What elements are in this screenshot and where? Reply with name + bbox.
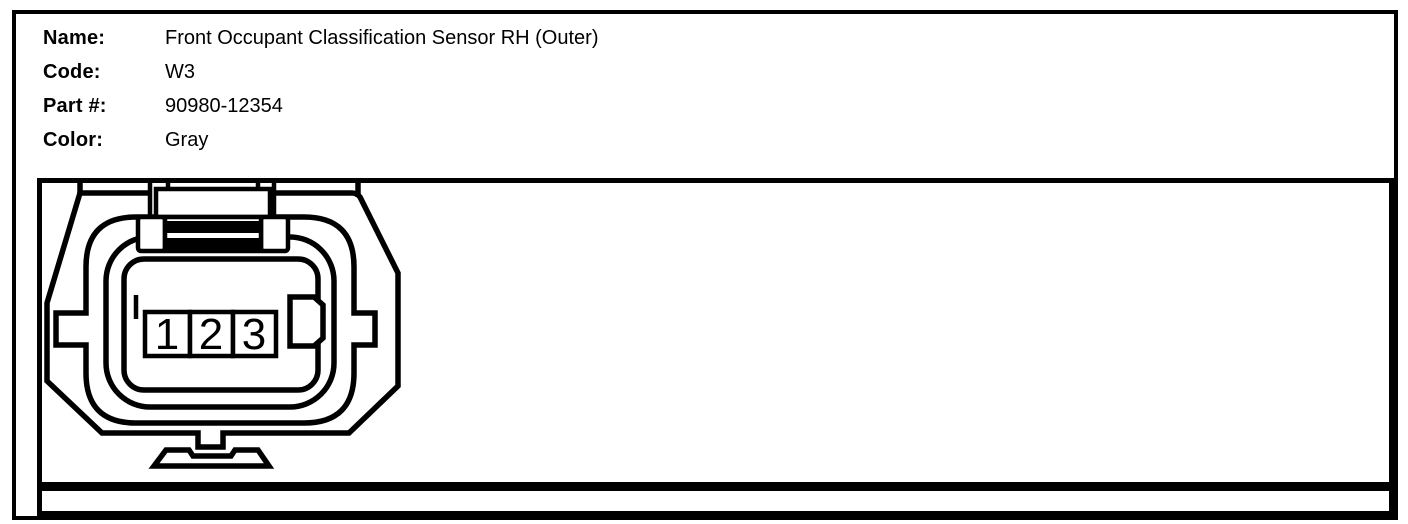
- pin-1-number: 1: [155, 310, 179, 359]
- bottom-base-tab: [148, 447, 275, 469]
- code-field-value: W3: [165, 61, 195, 83]
- latch-rib-bar: [163, 221, 263, 233]
- connector-outline: [44, 190, 401, 450]
- field-row-code: Code: W3: [43, 55, 1394, 89]
- latch-rib-pad-right: [258, 214, 291, 254]
- part-number-field-label: Part #:: [43, 95, 107, 117]
- name-field-value: Front Occupant Classification Sensor RH …: [165, 27, 599, 49]
- field-row-name: Name: Front Occupant Classification Sens…: [43, 21, 1394, 55]
- connector-drawing-panel: 1 2 3: [37, 178, 1394, 487]
- pin-cell-3: [230, 309, 279, 359]
- code-field-label: Code:: [43, 61, 101, 83]
- seal-ring-outer: [53, 214, 378, 426]
- color-field-label: Color:: [43, 129, 104, 151]
- part-number-field-value: 90980-12354: [165, 95, 283, 117]
- color-field-value: Gray: [165, 129, 209, 151]
- page-frame: Name: Front Occupant Classification Sens…: [12, 10, 1398, 520]
- pin-description-empty-row: [37, 487, 1394, 516]
- connector-face-diagram: 1 2 3: [44, 183, 401, 469]
- pin-2-number: 2: [199, 310, 223, 359]
- field-row-part-number: Part #: 90980-12354: [43, 89, 1394, 123]
- latch-rib-pad-left: [135, 214, 168, 254]
- field-row-color: Color: Gray: [43, 123, 1394, 157]
- connector-info-header: Name: Front Occupant Classification Sens…: [16, 14, 1394, 178]
- latch-body: [153, 186, 273, 220]
- key-slot: [287, 294, 326, 349]
- pin-3-number: 3: [242, 310, 266, 359]
- name-field-label: Name:: [43, 27, 106, 49]
- latch-rib-bar: [163, 238, 263, 249]
